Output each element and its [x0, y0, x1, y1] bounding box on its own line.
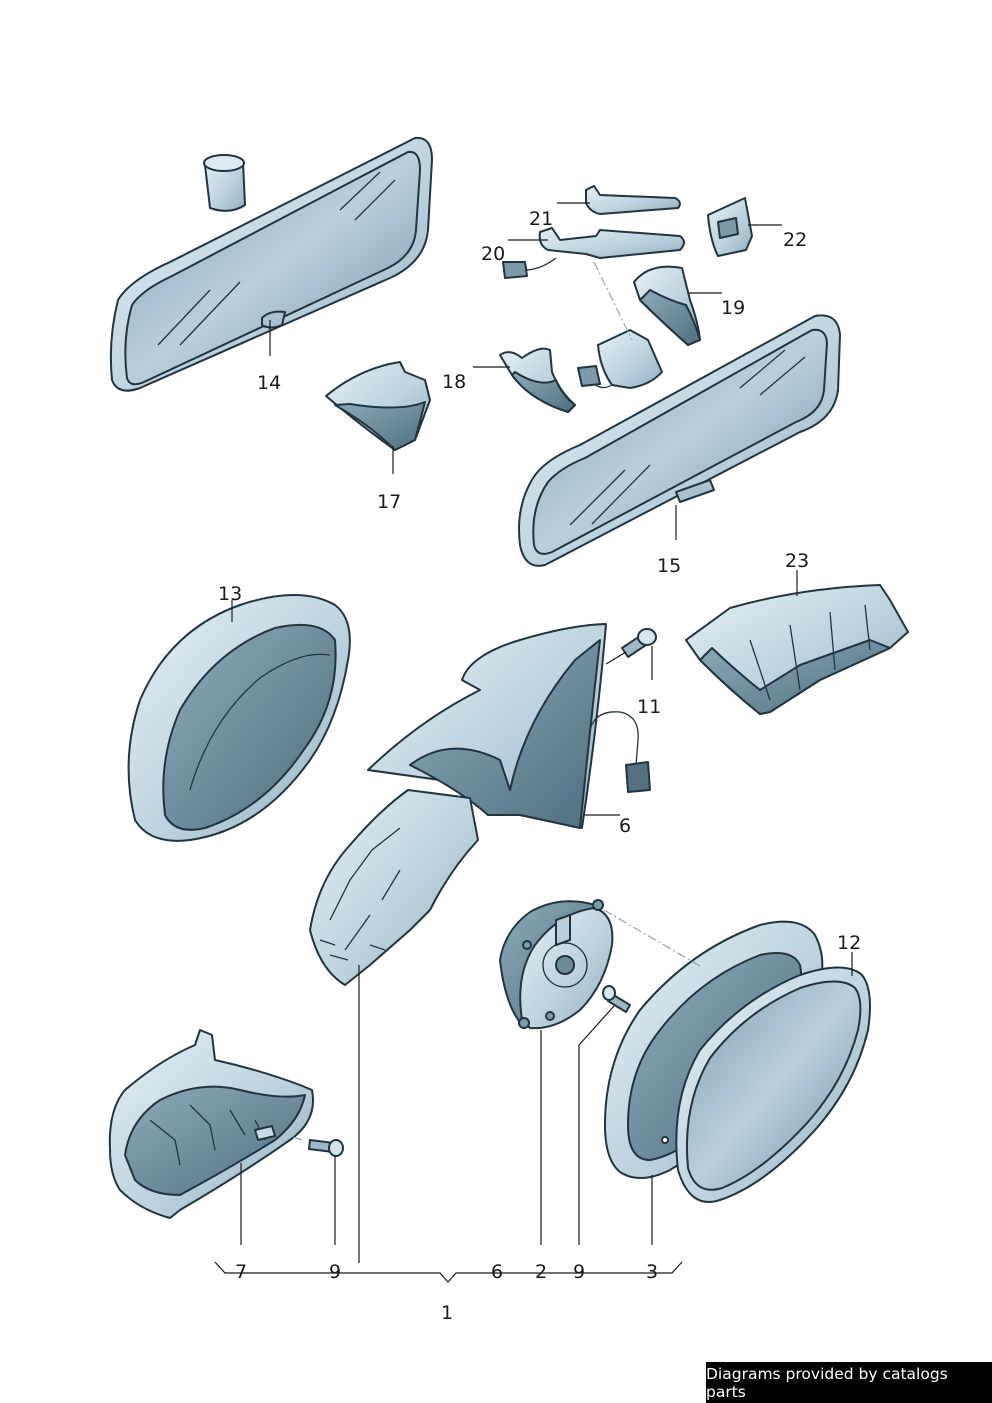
callout-13: 13: [218, 583, 242, 605]
callout-22: 22: [783, 229, 807, 251]
leader-lines: [214, 202, 853, 1283]
callout-17: 17: [377, 491, 401, 513]
callout-23: 23: [785, 550, 809, 572]
trim-cover-23: [685, 584, 909, 715]
adjust-motor-2: [499, 899, 614, 1030]
credit-banner: Diagrams provided by catalogs parts: [706, 1362, 992, 1403]
screw-11: [621, 628, 657, 658]
callout-11: 11: [637, 696, 661, 718]
interior-mirror-15: [518, 314, 841, 567]
mirror-mount-cable: [577, 329, 663, 389]
lower-housing-7: [108, 1029, 314, 1219]
callout-12: 12: [837, 932, 861, 954]
cover-shell-18: [499, 347, 576, 413]
mount-17: [325, 361, 431, 451]
callout-15: 15: [657, 555, 681, 577]
callout-18: 18: [442, 371, 466, 393]
mirror-cap-13: [127, 594, 351, 842]
cover-19: [633, 265, 701, 346]
callout-labels: 14 15 17 18 21 20 22 19 23 13 11 6 12 7 …: [218, 208, 861, 1324]
mirror-base-6: [309, 623, 651, 986]
screw-9-center: [602, 985, 631, 1013]
callout-6-lower: 6: [491, 1261, 503, 1283]
callout-1: 1: [441, 1302, 453, 1324]
cover-strip-21: [585, 185, 681, 215]
interior-mirror-14: [109, 136, 433, 392]
callout-9-right: 9: [573, 1261, 585, 1283]
callout-20: 20: [481, 243, 505, 265]
callout-19: 19: [721, 297, 745, 319]
callout-14: 14: [257, 372, 281, 394]
callout-3: 3: [646, 1261, 658, 1283]
callout-6-upper: 6: [619, 815, 631, 837]
callout-2: 2: [535, 1261, 547, 1283]
callout-21: 21: [529, 208, 553, 230]
cover-strip-20: [502, 227, 685, 279]
callout-7: 7: [235, 1261, 247, 1283]
clip-22: [707, 197, 753, 257]
assembly-dashed-lines: [289, 261, 701, 1141]
mirror-glass-12: [675, 966, 871, 1203]
screw-9-left: [308, 1139, 344, 1157]
callout-9-left: 9: [329, 1261, 341, 1283]
